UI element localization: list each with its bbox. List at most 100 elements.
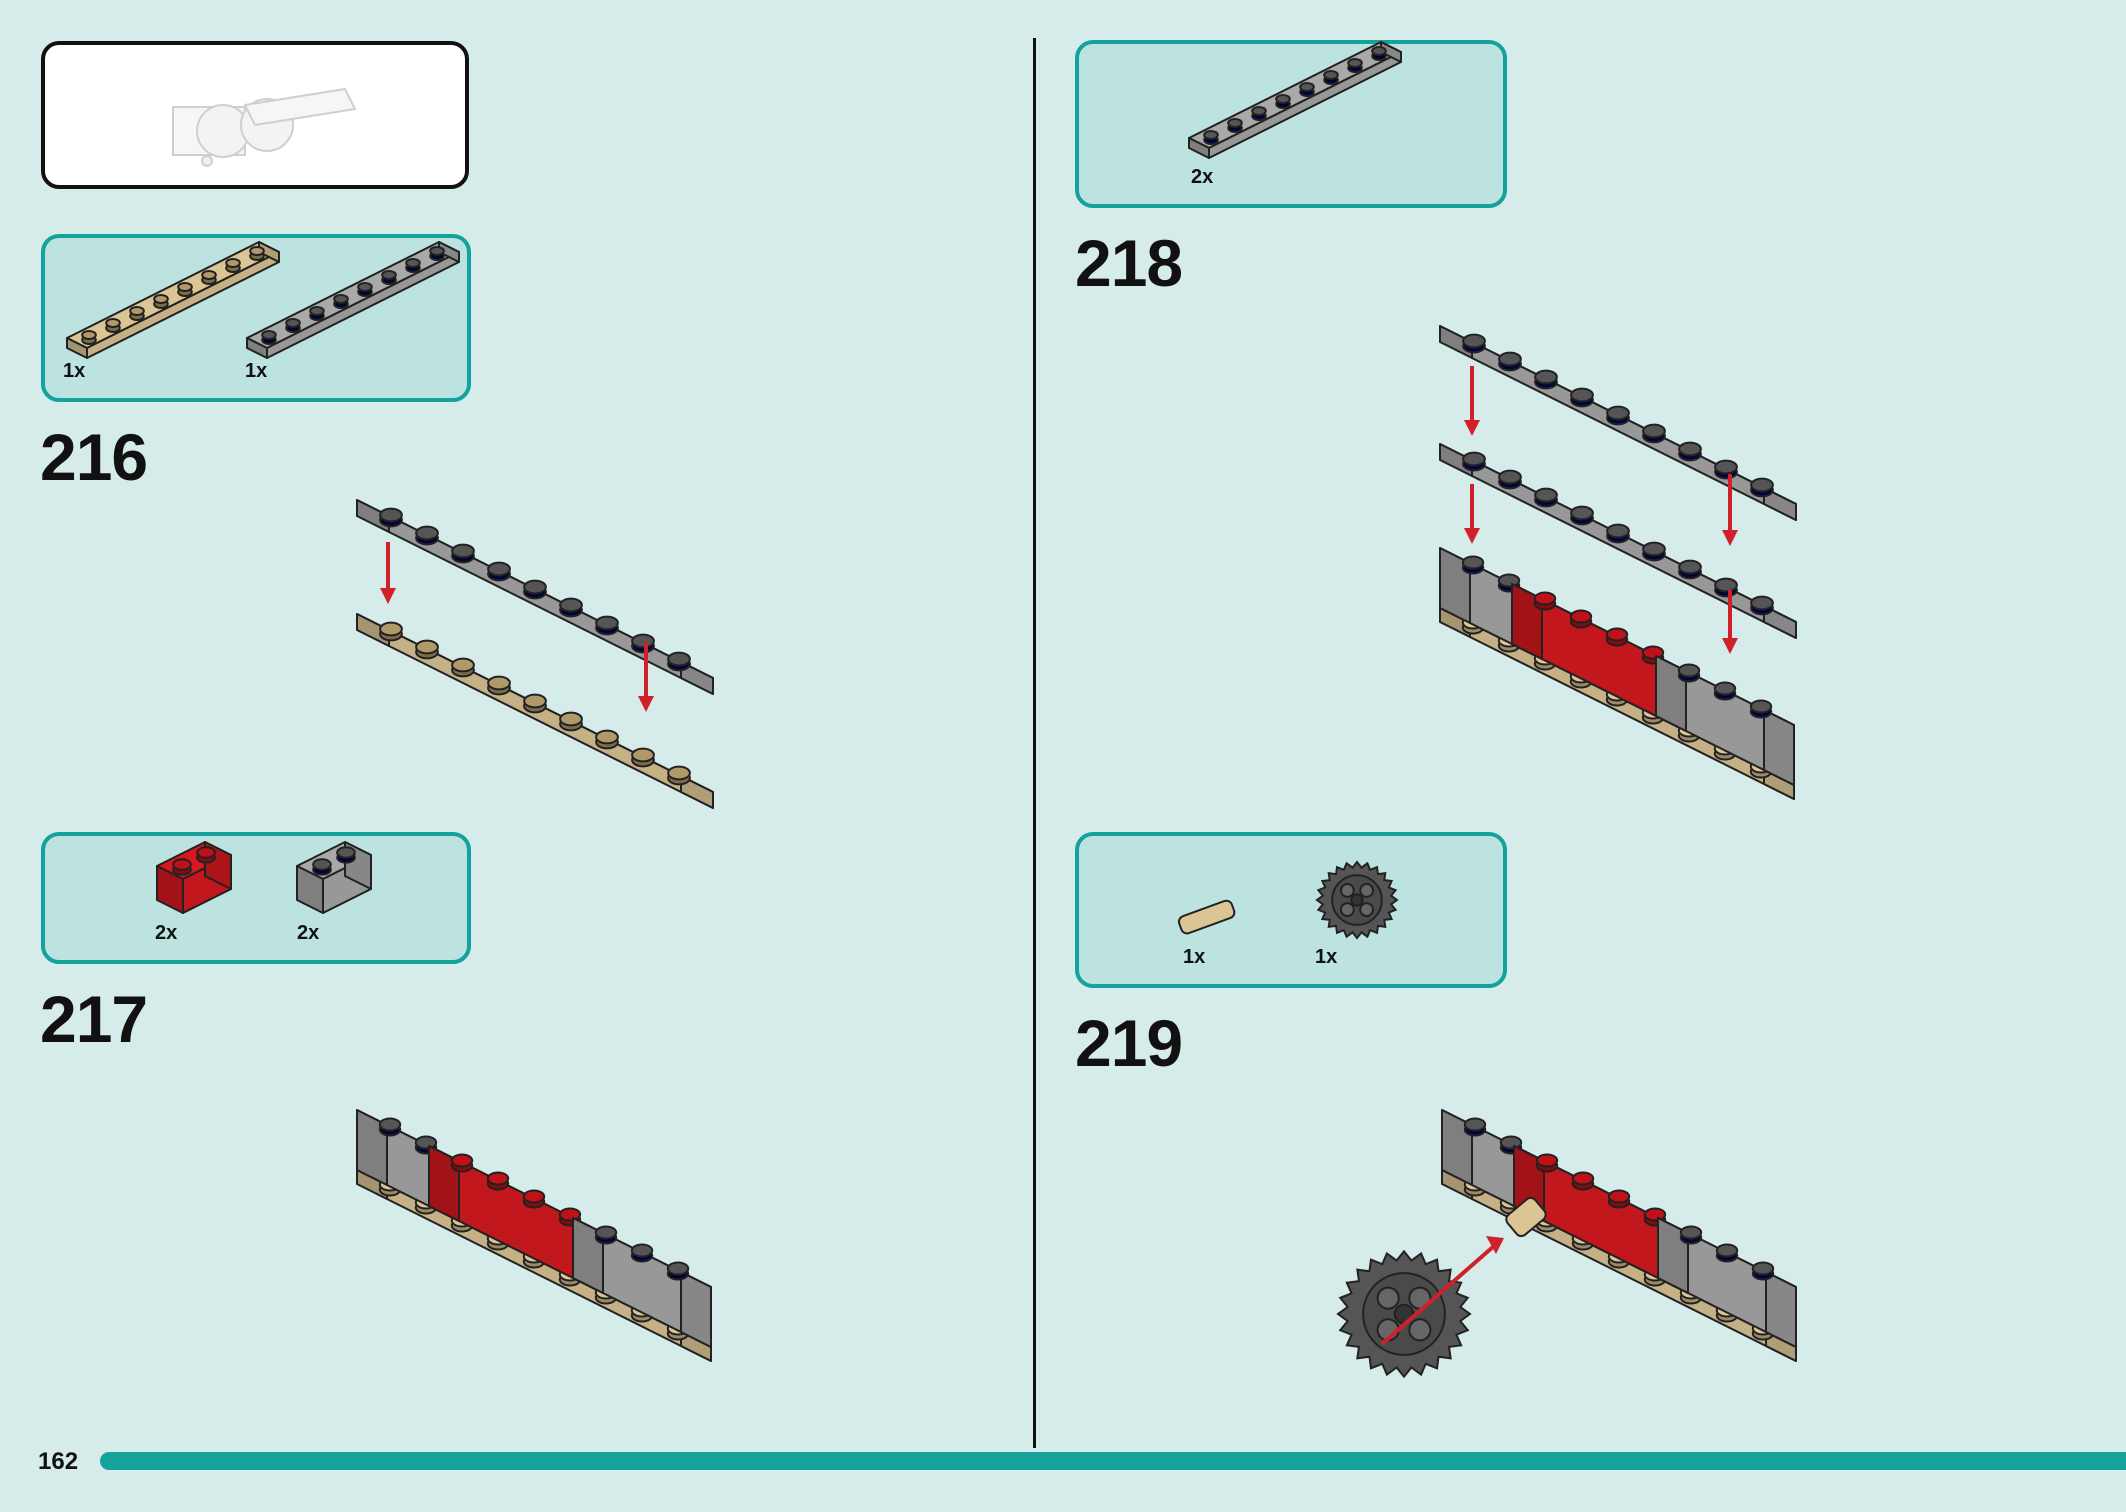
part-quantity: 1x [245,360,268,382]
gray-brick-1x2 [1655,655,1795,786]
part-quantity: 1x [1183,946,1206,968]
stud [523,693,547,709]
stud [285,318,301,328]
brick-row-assembly [1441,1109,1797,1362]
stud [487,675,511,691]
stud [558,1207,582,1222]
stud [1299,82,1315,92]
red-technic-brick-1x2-icon [156,841,372,914]
stud [1607,1189,1631,1204]
stud [379,621,403,637]
stud [487,561,511,577]
step-number: 219 [1075,1006,1183,1080]
assembly-arrow [638,642,654,712]
stud [1643,1207,1667,1222]
brick-row-assembly [356,1109,712,1362]
stud [1463,1117,1487,1132]
assembly-arrow [1464,484,1480,544]
parts-list-step-218: 2x [1075,40,1507,208]
stud [1535,1153,1559,1168]
stud [105,318,121,328]
stud [177,282,193,292]
stud [1749,699,1773,714]
tan-plate-1x8 [356,613,714,809]
assembly-arrow [380,542,396,604]
stud [379,507,403,523]
stud [1714,577,1738,593]
gray-plate-1x8 [1439,443,1797,639]
stud [451,543,475,559]
stud [309,306,325,316]
stud [486,1171,510,1186]
stud [405,258,421,268]
stud [559,711,583,727]
stud [333,294,349,304]
stud [523,579,547,595]
gray-brick-1x2 [1657,1217,1797,1348]
stud [1323,70,1339,80]
stud [153,294,169,304]
stud [1642,423,1666,439]
gray-brick-1x2 [296,841,372,914]
stud [631,747,655,763]
part-quantity: 2x [297,922,320,944]
stud [1569,609,1593,624]
stud [249,246,265,256]
part-quantity: 1x [63,360,86,382]
stud [1251,106,1267,116]
stud [1750,477,1774,493]
stud [1498,351,1522,367]
stud [381,270,397,280]
stud [1227,118,1243,128]
stud [630,1243,654,1258]
step-number: 218 [1075,226,1183,300]
stud [1534,487,1558,503]
progress-bar [100,1452,2126,1470]
gray-plate-1x8 [1439,325,1797,521]
stud [1714,459,1738,475]
stud [172,858,192,871]
stud [594,1225,618,1240]
assembly-arrow [1722,590,1738,654]
stud [1534,369,1558,385]
stud [1751,1261,1775,1276]
stud [81,330,97,340]
stud [1570,505,1594,521]
stud [595,615,619,631]
stud [1462,451,1486,467]
parts-list-step-217: 2x 2x [41,832,471,964]
step-number: 217 [40,982,148,1056]
stud [1641,645,1665,660]
stud [667,765,691,781]
parts-list-step-216: 1x 1x [41,234,471,402]
assembly-arrow [1464,366,1480,436]
stud [522,1189,546,1204]
stud [129,306,145,316]
stud [1678,559,1702,575]
submodel-preview-icon [172,87,357,167]
part-quantity: 2x [1191,166,1214,188]
stud [378,1117,402,1132]
stud [1571,1171,1595,1186]
stud [225,258,241,268]
stud [312,858,332,871]
stud [666,1261,690,1276]
stud [1605,627,1629,642]
stud [1570,387,1594,403]
stud [1606,405,1630,421]
stud [1606,523,1630,539]
stud [1677,663,1701,678]
stud [559,597,583,613]
stud [429,246,445,256]
stud [1203,130,1219,140]
stud [595,729,619,745]
gray-plate-1x8-icon [1188,41,1402,159]
axle-pin [1177,899,1236,935]
stud [1497,573,1521,588]
stud [357,282,373,292]
stud [451,657,475,673]
stud [1499,1135,1523,1150]
tan-plate-1x8-icon [66,241,460,359]
stud [1533,591,1557,606]
